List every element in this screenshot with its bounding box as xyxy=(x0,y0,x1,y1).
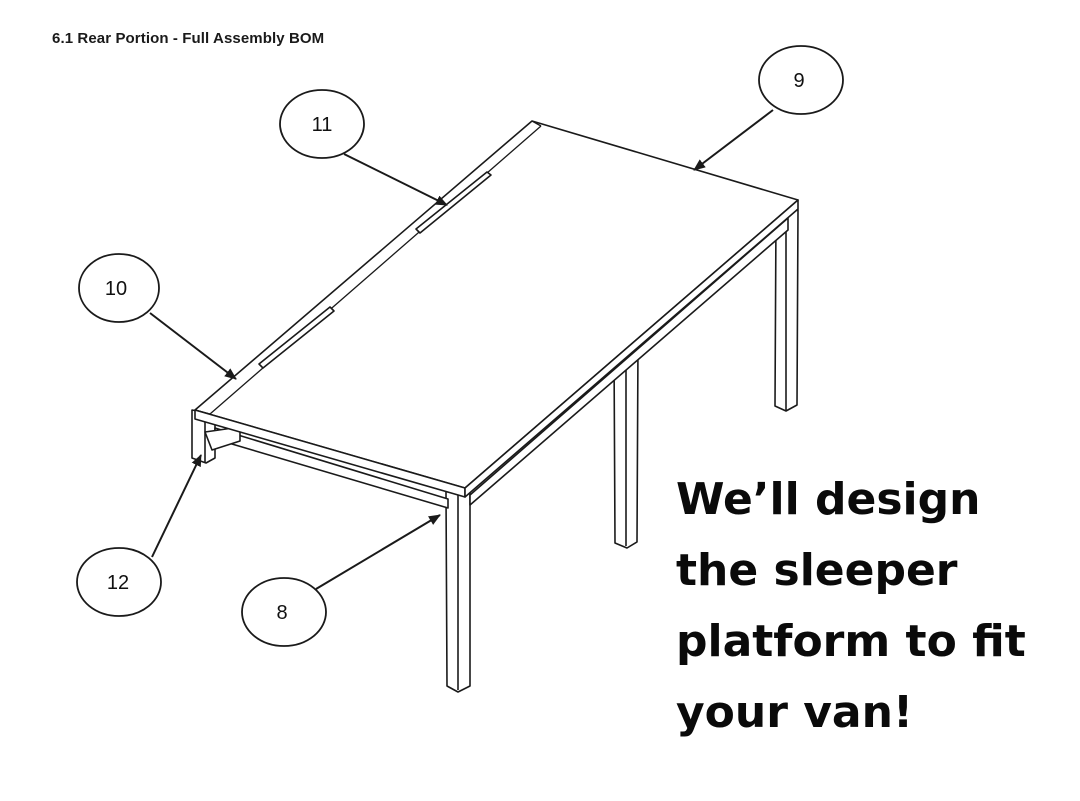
deck-top xyxy=(194,120,799,489)
page-title: 6.1 Rear Portion - Full Assembly BOM xyxy=(52,30,325,47)
leader-8 xyxy=(315,514,441,590)
platform-frame xyxy=(191,120,799,693)
leader-lines xyxy=(149,109,774,590)
callout-12-label: 12 xyxy=(107,572,129,594)
leader-11 xyxy=(343,153,448,206)
tagline-line-2: the sleeper xyxy=(676,545,958,596)
tagline: We’ll design the sleeper platform to fit… xyxy=(676,464,1076,748)
tagline-line-1: We’ll design xyxy=(676,474,981,525)
callout-12: 12 xyxy=(76,547,162,617)
leader-10 xyxy=(149,312,237,380)
slot-upper xyxy=(415,171,492,234)
callout-11-label: 11 xyxy=(312,114,333,136)
callout-8-label: 8 xyxy=(276,602,287,624)
leader-9 xyxy=(693,109,774,171)
tagline-line-3: platform to fit xyxy=(676,616,1026,667)
leader-12 xyxy=(151,454,202,558)
callout-8: 8 xyxy=(241,577,327,647)
callout-10-label: 10 xyxy=(105,278,127,300)
slot-lower xyxy=(258,306,335,369)
deck-edge-right xyxy=(464,199,799,498)
callout-11: 11 xyxy=(279,89,365,159)
callout-9-label: 9 xyxy=(793,70,804,92)
callout-9: 9 xyxy=(758,45,844,115)
callout-10: 10 xyxy=(78,253,160,323)
tagline-line-4: your van! xyxy=(676,687,914,738)
